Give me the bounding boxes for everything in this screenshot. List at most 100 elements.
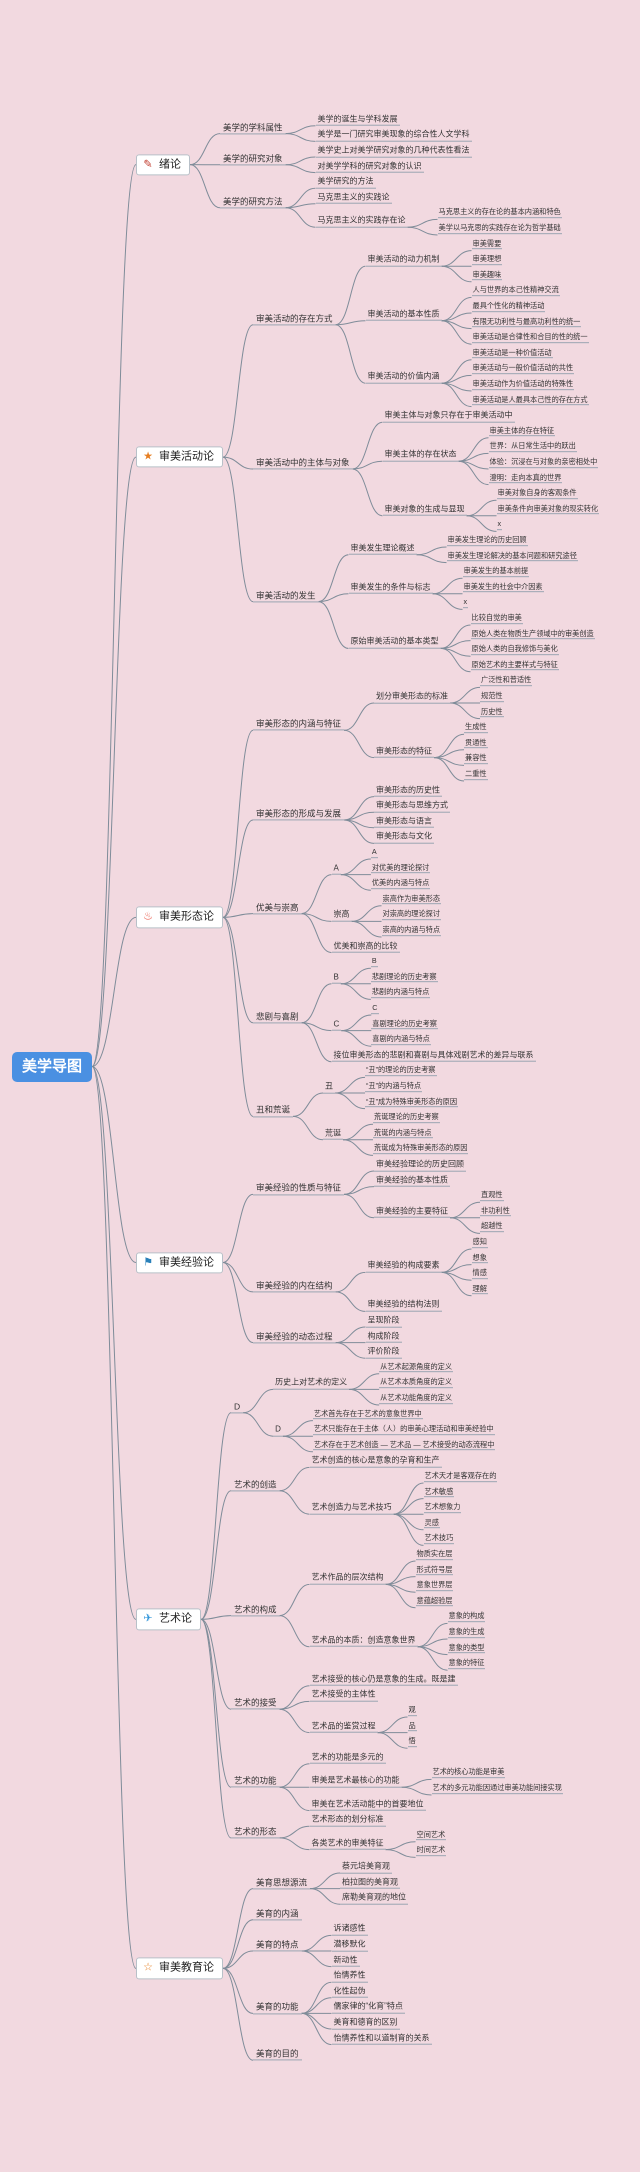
mindmap-node-level2[interactable]: 审美经验的内在结构 xyxy=(253,1279,336,1293)
branch-2[interactable]: ★审美活动论 xyxy=(136,446,223,468)
mindmap-node-level4[interactable]: 直观性 xyxy=(480,1191,504,1202)
mindmap-node-level2[interactable]: 艺术的构成 xyxy=(231,1603,280,1617)
mindmap-node-level3[interactable]: 怡情养性 xyxy=(331,1970,368,1983)
mindmap-node-level4[interactable]: 超越性 xyxy=(480,1222,504,1233)
mindmap-node-level4[interactable]: 意象的特征 xyxy=(447,1659,486,1670)
mindmap-node-level3[interactable]: 丑 xyxy=(323,1081,336,1094)
mindmap-node-level3[interactable]: 儒家律的“化育”特点 xyxy=(331,2001,405,2014)
mindmap-node-level3[interactable]: 审美经验理论的历史回顾 xyxy=(374,1159,467,1172)
mindmap-node-level3[interactable]: 审美经验的主要特征 xyxy=(374,1206,451,1219)
mindmap-node-level4[interactable]: 意象的类型 xyxy=(447,1643,486,1654)
mindmap-node-level3[interactable]: 荒诞 xyxy=(323,1128,344,1141)
mindmap-node-level3[interactable]: 审美在艺术活动能中的首要地位 xyxy=(309,1798,426,1811)
mindmap-node-level4[interactable]: 审美活动是一种价值活动 xyxy=(471,348,553,359)
mindmap-node-level4[interactable]: 审美发生理论解决的基本问题和研究途径 xyxy=(446,551,578,562)
mindmap-node-level4[interactable]: 观 xyxy=(407,1705,417,1716)
mindmap-node-level3[interactable]: 审美形态与文化 xyxy=(374,831,435,844)
mindmap-node-level4[interactable]: 悲剧理论的历史考察 xyxy=(370,972,438,983)
mindmap-node-level3[interactable]: A xyxy=(331,862,341,875)
mindmap-node-level4[interactable]: 崇高作为审美形态 xyxy=(381,894,442,905)
mindmap-node-level3[interactable]: 美育和德育的区别 xyxy=(331,2017,400,2030)
mindmap-node-level4[interactable]: 非功利性 xyxy=(480,1206,511,1217)
mindmap-node-level4[interactable]: 审美发生的社会中介因素 xyxy=(462,582,544,593)
mindmap-node-level4[interactable]: 审美活动是人最具本己性的存在方式 xyxy=(471,395,589,406)
mindmap-node-level4[interactable]: 悟 xyxy=(407,1737,417,1748)
mindmap-node-level4[interactable]: 空间艺术 xyxy=(415,1830,447,1841)
mindmap-node-level4[interactable]: 原始艺术的主要样式与特征 xyxy=(470,660,559,671)
mindmap-node-level4[interactable]: 澄明：走向本真的世界 xyxy=(488,473,563,484)
mindmap-node-level4[interactable]: 优美的内涵与特点 xyxy=(370,879,431,890)
mindmap-node-level4[interactable]: 审美活动是合律性和合目的性的统一 xyxy=(471,333,589,344)
mindmap-node-level4[interactable]: 感知 xyxy=(471,1237,488,1248)
mindmap-node-level4[interactable]: 艺术只能存在于主体（人）的审美心理活动和审美经验中 xyxy=(312,1425,495,1436)
mindmap-node-level4[interactable]: 荒诞的内涵与特点 xyxy=(373,1128,433,1139)
mindmap-node-level4[interactable]: 生成性 xyxy=(464,723,488,734)
mindmap-node-level4[interactable]: 荒诞理论的历史考察 xyxy=(373,1113,440,1124)
mindmap-node-level2[interactable]: 审美活动的存在方式 xyxy=(253,312,336,326)
mindmap-node-level4[interactable]: 审美活动作为价值活动的特殊性 xyxy=(471,379,575,390)
mindmap-node-level4[interactable]: 贯通性 xyxy=(464,738,488,749)
mindmap-node-level3[interactable]: 马克思主义的实践存在论 xyxy=(315,215,408,228)
mindmap-node-level3[interactable]: 席勒美育观的地位 xyxy=(340,1892,409,1905)
mindmap-node-level3[interactable]: 艺术创造力与艺术技巧 xyxy=(309,1502,394,1515)
mindmap-node-level2[interactable]: 审美形态的形成与发展 xyxy=(253,807,345,821)
mindmap-node-level2[interactable]: 艺术的创造 xyxy=(231,1478,280,1492)
mindmap-node-level3[interactable]: 马克思主义的实践论 xyxy=(315,192,392,205)
mindmap-node-level2[interactable]: 美育思想源流 xyxy=(253,1876,311,1890)
mindmap-node-level3[interactable]: 艺术作品的层次结构 xyxy=(309,1572,386,1585)
mindmap-node-level4[interactable]: 人与世界的本己性精神交流 xyxy=(471,286,560,297)
mindmap-node-level3[interactable]: 美学的诞生与学科发展 xyxy=(315,114,400,127)
branch-4[interactable]: ⚑审美经验论 xyxy=(136,1251,223,1274)
mindmap-node-level3[interactable]: B xyxy=(331,972,341,985)
mindmap-node-level4[interactable]: 情感 xyxy=(471,1269,488,1280)
mindmap-node-level3[interactable]: 构成阶段 xyxy=(365,1330,402,1343)
mindmap-node-level4[interactable]: 最具个性化的精神活动 xyxy=(471,301,546,312)
mindmap-node-level4[interactable]: 艺术首先存在于艺术的意象世界中 xyxy=(312,1409,423,1420)
mindmap-node-level4[interactable]: 审美主体的存在特征 xyxy=(488,426,556,437)
mindmap-node-level4[interactable]: 世界：从日常生活中的跃出 xyxy=(488,442,577,453)
mindmap-node-level4[interactable]: 美学以马克思的实践存在论为哲学基础 xyxy=(437,223,562,234)
mindmap-node-level4[interactable]: A xyxy=(370,847,378,858)
mindmap-node-level3[interactable]: 审美活动的动力机制 xyxy=(365,254,442,267)
mindmap-node-level3[interactable]: 艺术接受的主体性 xyxy=(309,1689,378,1702)
mindmap-node-level4[interactable]: 审美趣味 xyxy=(471,270,503,281)
mindmap-node-level4[interactable]: “丑”成为特殊审美形态的原因 xyxy=(365,1097,459,1108)
mindmap-node-level2[interactable]: 悲剧与喜剧 xyxy=(253,1010,302,1024)
mindmap-node-level3[interactable]: 艺术创造的核心是意象的孕育和生产 xyxy=(309,1455,442,1468)
mindmap-node-level4[interactable]: 二重性 xyxy=(464,769,488,780)
mindmap-node-level2[interactable]: 美育的特点 xyxy=(253,1938,302,1952)
mindmap-node-level4[interactable]: 艺术的多元功能因通过审美功能间接实现 xyxy=(431,1783,563,1794)
mindmap-node-level2[interactable]: 审美活动中的主体与对象 xyxy=(253,456,353,470)
mindmap-node-level4[interactable]: 规范性 xyxy=(480,691,504,702)
mindmap-node-level3[interactable]: 审美是艺术最核心的功能 xyxy=(309,1775,402,1788)
mindmap-node-level3[interactable]: 怡情养性和以道制育的关系 xyxy=(331,2032,432,2045)
mindmap-node-level3[interactable]: D xyxy=(273,1424,283,1437)
mindmap-node-level4[interactable]: 意象的生成 xyxy=(447,1627,486,1638)
mindmap-node-level4[interactable]: C xyxy=(371,1003,379,1014)
mindmap-node-level3[interactable]: 划分审美形态的标准 xyxy=(374,691,451,704)
mindmap-node-level3[interactable]: 审美形态与思维方式 xyxy=(374,800,451,813)
mindmap-node-level4[interactable]: 艺术的核心功能是审美 xyxy=(431,1768,506,1779)
branch-5[interactable]: ✈艺术论 xyxy=(136,1608,201,1630)
mindmap-node-level4[interactable]: “丑”的理论的历史考察 xyxy=(365,1066,437,1077)
mindmap-node-level4[interactable]: 原始人类在物质生产领域中的审美创造 xyxy=(470,629,595,640)
mindmap-node-level3[interactable]: 审美发生的条件与标志 xyxy=(348,582,433,595)
mindmap-node-level4[interactable]: 形式符号层 xyxy=(415,1565,454,1576)
mindmap-node-level4[interactable]: 审美活动与一般价值活动的共性 xyxy=(471,364,575,375)
mindmap-node-level4[interactable]: 理解 xyxy=(471,1284,488,1295)
mindmap-node-level3[interactable]: 评价阶段 xyxy=(365,1346,402,1359)
mindmap-node-level4[interactable]: 艺术技巧 xyxy=(423,1534,455,1545)
mindmap-node-level2[interactable]: 优美与崇高 xyxy=(253,901,302,915)
mindmap-node-level3[interactable]: C xyxy=(331,1018,342,1031)
mindmap-node-level3[interactable]: 美学研究的方法 xyxy=(315,176,376,189)
mindmap-node-level4[interactable]: 比较自觉的审美 xyxy=(470,613,523,624)
mindmap-node-level3[interactable]: 诉诸感性 xyxy=(331,1923,368,1936)
mindmap-node-level4[interactable]: 想象 xyxy=(471,1253,488,1264)
mindmap-node-level4[interactable]: 审美对象自身的客观条件 xyxy=(496,489,578,500)
mindmap-node-level3[interactable]: 各类艺术的审美特征 xyxy=(309,1837,386,1850)
mindmap-node-level2[interactable]: 美育的功能 xyxy=(253,2001,302,2014)
mindmap-node-level4[interactable]: 审美发生的基本前提 xyxy=(462,567,530,578)
mindmap-node-level3[interactable]: 审美活动的基本性质 xyxy=(365,309,442,322)
branch-3[interactable]: ♨审美形态论 xyxy=(136,906,223,928)
mindmap-node-level3[interactable]: 美学史上对美学研究对象的几种代表性看法 xyxy=(315,145,472,158)
